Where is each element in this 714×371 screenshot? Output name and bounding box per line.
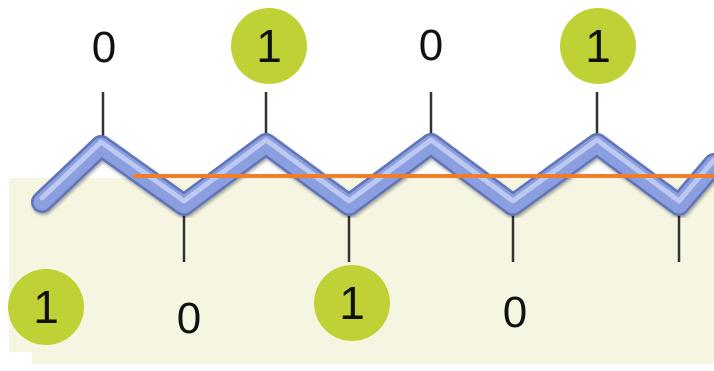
top-bit-3: 0 bbox=[418, 21, 444, 70]
top-bit-4-badge: 1 bbox=[560, 8, 636, 84]
bottom-bit-1: 0 bbox=[176, 294, 202, 343]
bottom-bit-3: 0 bbox=[502, 288, 528, 337]
helix-strand bbox=[31, 133, 714, 216]
background-panel-extension bbox=[32, 330, 714, 364]
top-bit-2-badge: 1 bbox=[231, 8, 307, 84]
top-bit-1: 0 bbox=[91, 23, 117, 72]
bottom-bit-2-badge: 1 bbox=[314, 265, 390, 341]
bit-marker-badge: 1 bbox=[8, 269, 84, 345]
top-bit-2: 1 bbox=[256, 20, 282, 72]
bottom-bit-2: 1 bbox=[339, 277, 365, 329]
top-bit-4: 1 bbox=[585, 20, 611, 72]
bit-marker: 1 bbox=[33, 281, 59, 333]
